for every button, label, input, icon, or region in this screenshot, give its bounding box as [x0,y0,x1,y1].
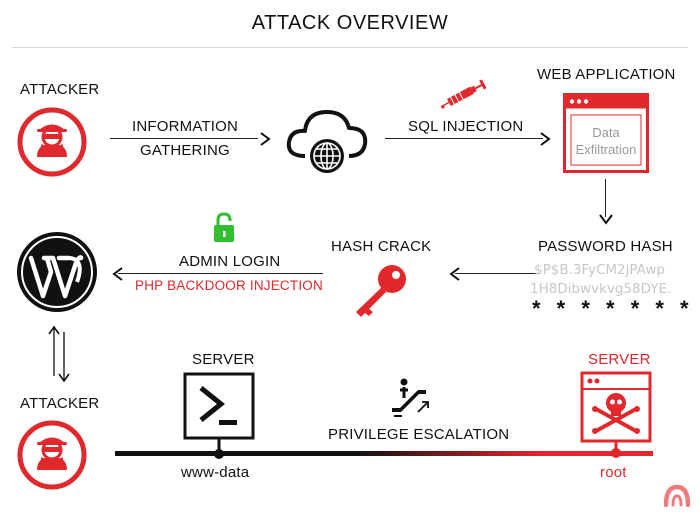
info-gathering-arrow-line [110,138,258,139]
sql-injection-label: SQL INJECTION [408,118,524,135]
sql-injection-arrow-line [385,138,543,139]
privilege-escalation-label: PRIVILEGE ESCALATION [328,426,510,443]
info-gathering-label-2: GATHERING [140,142,230,159]
escalator-icon [390,378,434,418]
padlock-open-icon [212,212,236,244]
password-hash-label: PASSWORD HASH [538,238,673,255]
wordpress-icon [15,230,99,314]
cloud-globe-icon [283,100,371,180]
attacker-top-label: ATTACKER [20,81,100,98]
hacker-icon [17,420,87,490]
page-title: ATTACK OVERVIEW [251,12,449,34]
hash-masked-stars: * * * * * * * * [532,296,700,321]
arrow-right-icon [538,132,552,146]
key-icon [350,262,410,318]
hash-line-1: $P$B.3FyCM2jPAwp [534,262,665,278]
hacker-icon [17,107,87,177]
data-exfil-line-1: Data [592,125,620,140]
attacker-bottom-label: ATTACKER [20,395,100,412]
arrow-down-icon [599,212,613,226]
browser-window-icon [563,93,649,173]
arrow-right-icon [258,132,272,146]
php-backdoor-label: PHP BACKDOOR INJECTION [135,278,323,293]
admin-login-arrow-line [118,273,323,274]
info-gathering-label-1: INFORMATION [132,118,239,135]
server-left-user: www-data [181,464,250,481]
exfil-arrow-line [605,179,606,217]
arrow-left-icon [111,267,125,281]
hash-line-2: 1H8Dibwvkvg58DYE. [530,281,672,297]
skull-server-icon [578,369,654,459]
title-divider [12,47,688,48]
hash-crack-label: HASH CRACK [331,238,432,255]
terminal-server-icon [183,372,255,462]
syringe-icon [437,77,489,113]
web-application-label: WEB APPLICATION [537,66,676,83]
brand-logo-icon [664,483,690,507]
hash-crack-arrow-line [455,273,537,274]
admin-login-label: ADMIN LOGIN [179,253,281,270]
arrow-left-icon [448,267,462,281]
browser-window-content: Data Exfiltration [563,124,649,158]
data-exfil-line-2: Exfiltration [575,142,637,157]
server-left-label: SERVER [192,351,255,368]
server-right-label: SERVER [588,351,651,368]
bidirectional-arrow-icon [44,324,74,384]
server-right-user: root [600,464,627,481]
